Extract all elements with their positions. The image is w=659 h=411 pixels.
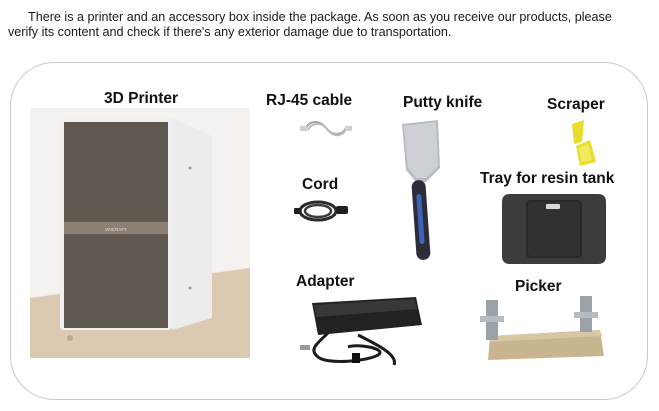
cord-image xyxy=(294,196,350,226)
intro-line-1: There is a printer and an accessory box … xyxy=(28,10,612,24)
scraper-label: Scraper xyxy=(547,96,605,113)
printer-label: 3D Printer xyxy=(104,90,179,107)
intro-text: There is a printer and an accessory box … xyxy=(8,10,653,40)
putty-knife-label: Putty knife xyxy=(403,94,483,111)
picker-label: Picker xyxy=(515,278,562,295)
tray-label: Tray for resin tank xyxy=(480,170,615,187)
adapter-image xyxy=(298,295,428,375)
printer-image: WIICRAFT xyxy=(30,108,250,358)
cord-label: Cord xyxy=(302,176,339,193)
scraper-image xyxy=(562,118,602,170)
tray-image xyxy=(498,190,610,270)
rj45-cable-label: RJ-45 cable xyxy=(266,92,353,109)
adapter-label: Adapter xyxy=(296,273,355,290)
intro-line-2: verify its content and check if there's … xyxy=(8,25,452,39)
picker-image xyxy=(480,296,610,362)
rj45-cable-image xyxy=(300,118,352,138)
printer-brand-text: WIICRAFT xyxy=(105,227,127,232)
putty-knife-image xyxy=(396,120,446,265)
